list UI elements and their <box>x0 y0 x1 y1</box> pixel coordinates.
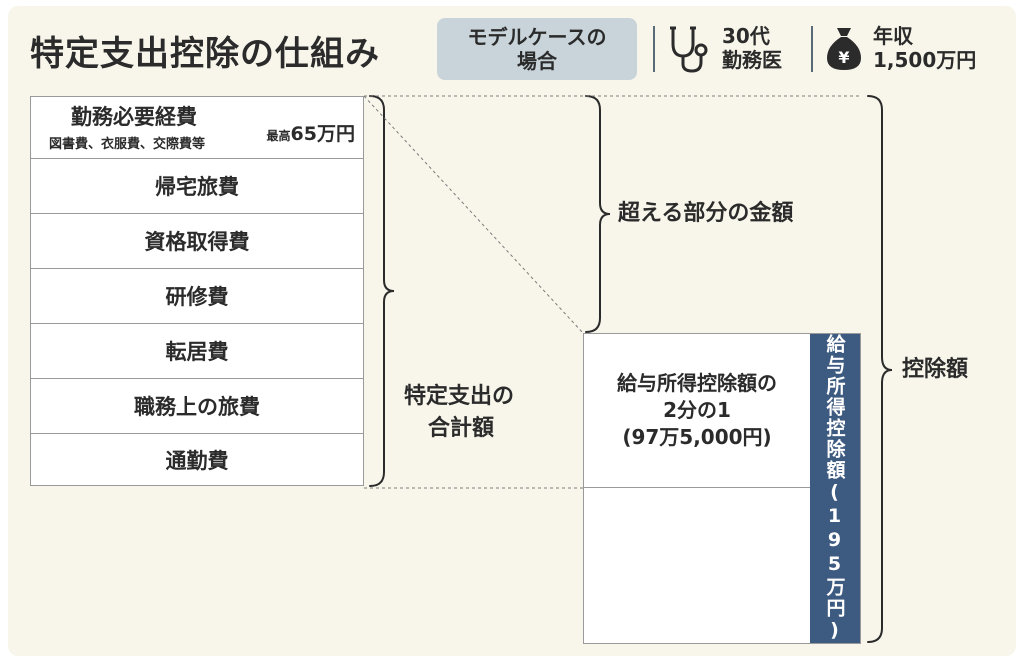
profile-job: 勤務医 <box>722 48 782 72</box>
bracket-total <box>369 95 395 487</box>
excess-label: 超える部分の金額 <box>618 201 794 226</box>
model-case-line2: 場合 <box>517 49 557 73</box>
income-info: 年収 1,500万円 <box>873 24 976 72</box>
total-label: 特定支出の 合計額 <box>404 381 514 445</box>
guide-diagonal <box>363 95 584 334</box>
total-label-line2: 合計額 <box>428 415 495 441</box>
separator <box>811 26 813 72</box>
expense-row: 資格取得費 <box>31 214 363 269</box>
total-label-line1: 特定支出の <box>404 384 515 409</box>
half-line1: 給与所得控除額の <box>617 371 777 395</box>
expense-list: 勤務必要経費 図書費、衣服費、交際費等 最高65万円 帰宅旅費 資格取得費 研修… <box>30 96 364 486</box>
expense-row: 職務上の旅費 <box>31 379 363 434</box>
money-bag-icon: ¥ <box>827 28 861 70</box>
income-value: 1,500万円 <box>873 48 977 72</box>
profile-info: 30代 勤務医 <box>722 24 782 72</box>
model-case-line1: モデルケースの <box>467 25 607 49</box>
half-deduction-section: 給与所得控除額の 2分の1 (97万5,000円) <box>584 334 810 488</box>
expense-max-prefix: 最高 <box>266 129 291 143</box>
salary-deduction-bar: 給与所得控除額(195万円) <box>810 334 860 643</box>
income-label: 年収 <box>873 24 913 48</box>
profile-age: 30代 <box>722 24 770 48</box>
expense-name: 勤務必要経費 <box>71 105 197 129</box>
yen-symbol: ¥ <box>838 48 849 67</box>
expense-row: 帰宅旅費 <box>31 159 363 214</box>
expense-detail: 図書費、衣服費、交際費等 <box>49 137 206 152</box>
expense-row: 研修費 <box>31 269 363 324</box>
separator <box>653 26 655 72</box>
salary-deduction-box: 給与所得控除額の 2分の1 (97万5,000円) 給与所得控除額(195万円) <box>583 333 861 644</box>
deduction-label: 控除額 <box>902 357 969 382</box>
page-title: 特定支出控除の仕組み <box>30 34 380 74</box>
stethoscope-icon <box>670 26 708 73</box>
bracket-excess <box>585 95 611 333</box>
model-case-badge: モデルケースの 場合 <box>437 18 637 80</box>
expense-row-work-required: 勤務必要経費 図書費、衣服費、交際費等 最高65万円 <box>31 97 363 159</box>
half-line3: (97万5,000円) <box>622 425 772 449</box>
expense-row: 転居費 <box>31 324 363 379</box>
half-line2: 2分の1 <box>663 398 731 422</box>
expense-row: 通勤費 <box>165 448 229 473</box>
bracket-deduction <box>867 95 893 643</box>
expense-max-value: 65万円 <box>290 123 355 145</box>
expense-max: 最高65万円 <box>267 119 355 146</box>
